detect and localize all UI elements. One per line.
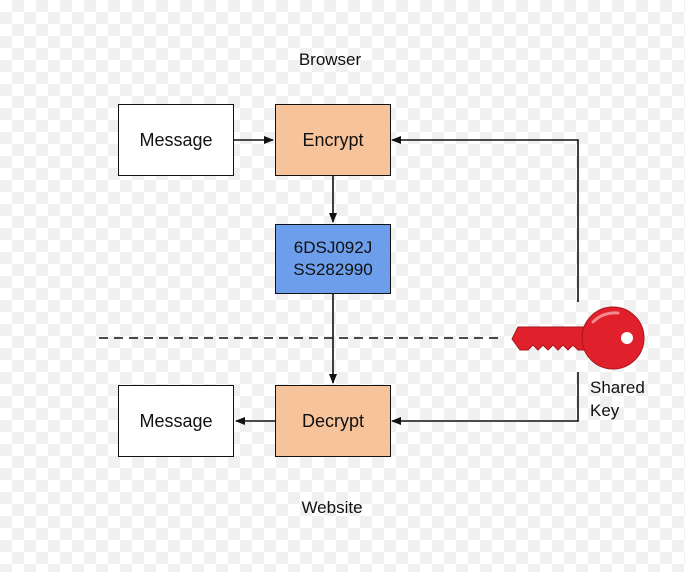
decrypt-label: Decrypt bbox=[301, 410, 364, 431]
arrow-key-to-decrypt bbox=[391, 372, 579, 425]
key-icon bbox=[511, 306, 645, 370]
encrypt-node: Encrypt bbox=[275, 104, 391, 176]
arrow-key-to-encrypt bbox=[391, 136, 579, 302]
message-source-node: Message bbox=[118, 104, 234, 176]
message-destination-label: Message bbox=[139, 410, 213, 431]
message-source-label: Message bbox=[139, 129, 213, 150]
shared-key-label-line-2: Key bbox=[590, 401, 620, 420]
encrypt-label: Encrypt bbox=[302, 129, 364, 150]
message-destination-node: Message bbox=[118, 385, 234, 457]
ciphertext-node: 6DSJ092J SS282990 bbox=[275, 224, 391, 294]
website-title: Website bbox=[301, 498, 363, 517]
shared-key-label: Shared Key bbox=[590, 376, 650, 422]
browser-title: Browser bbox=[298, 50, 362, 69]
ciphertext-line-2: SS282990 bbox=[293, 260, 373, 279]
decrypt-node: Decrypt bbox=[275, 385, 391, 457]
ciphertext-line-1: 6DSJ092J bbox=[293, 238, 373, 257]
shared-key-label-line-1: Shared bbox=[590, 378, 645, 397]
